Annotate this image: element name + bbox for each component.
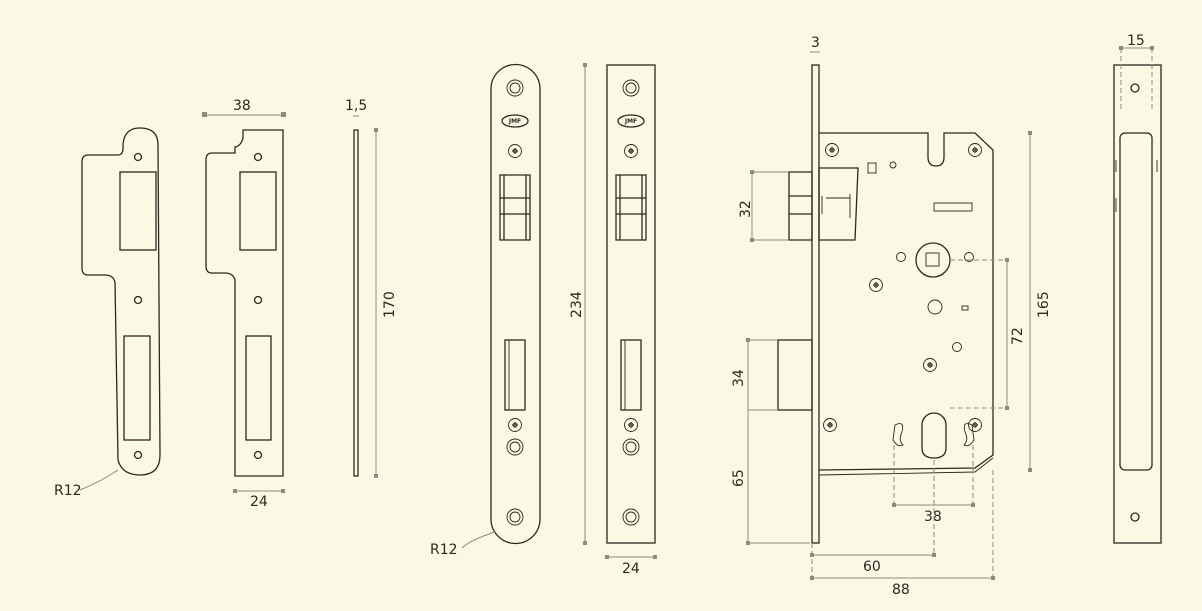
strike-radius-label: R12: [54, 483, 82, 499]
logo-text: JMF: [508, 118, 521, 125]
lock-side-view: 15: [1113, 33, 1162, 544]
faceplate-radius-label: R12: [430, 542, 458, 558]
dim-165: 165: [1036, 291, 1052, 318]
faceplate-square: JMF 24: [605, 64, 657, 577]
lock-body: 32 34 65 165 72 38 60 88 3: [731, 35, 1052, 598]
strike-plate-square: 38 24: [202, 98, 286, 510]
dim-38-top: 38: [233, 98, 251, 114]
faceplate-rounded: JMF R12 234: [430, 63, 587, 558]
dim-38-cylinder: 38: [924, 509, 942, 525]
thin-plate-profile: 1,5 170: [345, 98, 398, 478]
strike-plate-rounded: R12: [54, 127, 161, 499]
dim-24-faceplate: 24: [622, 561, 640, 577]
dim-170: 170: [382, 291, 398, 318]
dim-24-strike: 24: [250, 494, 268, 510]
dim-65: 65: [731, 469, 747, 487]
dim-72: 72: [1010, 327, 1026, 345]
dim-1-5: 1,5: [345, 98, 367, 114]
dim-60: 60: [863, 559, 881, 575]
dim-15: 15: [1127, 33, 1145, 49]
dim-32: 32: [738, 200, 754, 218]
dim-34: 34: [731, 369, 747, 387]
dim-3: 3: [811, 35, 820, 51]
dim-234: 234: [569, 291, 585, 318]
logo-text-2: JMF: [624, 118, 637, 125]
dim-88: 88: [892, 582, 910, 598]
